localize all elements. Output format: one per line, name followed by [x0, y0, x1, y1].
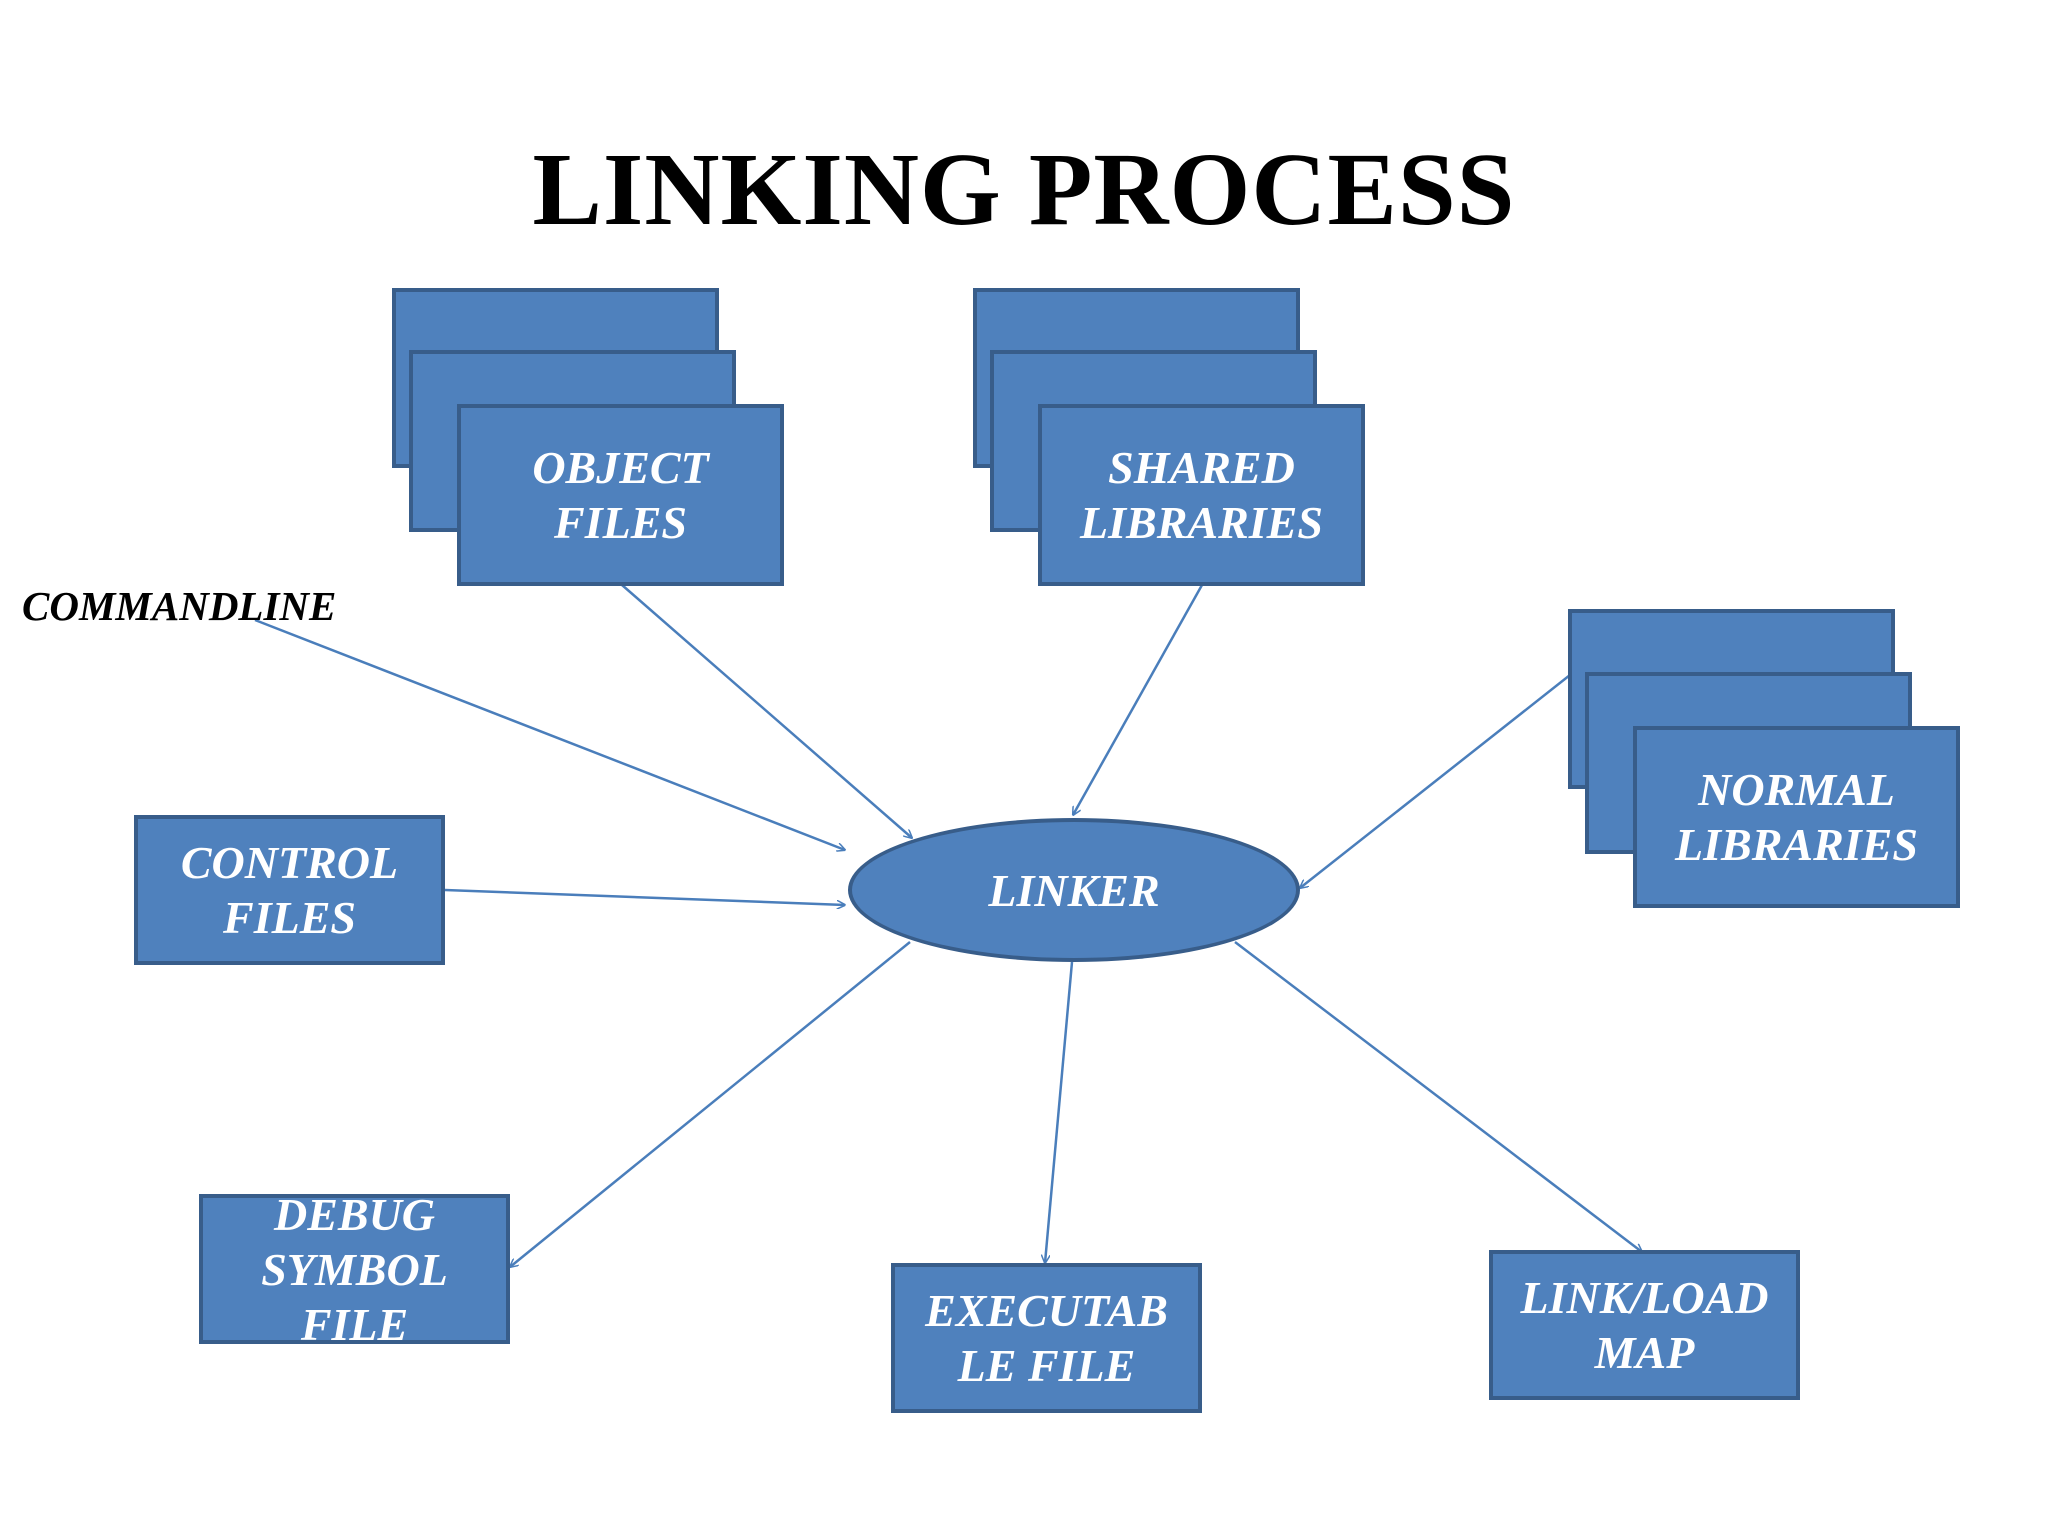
- normal-libraries-box: NORMAL LIBRARIES: [1633, 726, 1960, 908]
- arrow-control-files-to-linker: [444, 888, 845, 905]
- control-files-label: CONTROL FILES: [180, 837, 399, 943]
- debug-symbol-file-label: DEBUG SYMBOL FILE: [261, 1188, 448, 1350]
- link-load-map-box: LINK/LOAD MAP: [1489, 1250, 1800, 1400]
- debug-symbol-file-box: DEBUG SYMBOL FILE: [199, 1189, 510, 1350]
- arrow-linker-to-executable: [1045, 961, 1074, 1263]
- linker-ellipse: LINKER: [848, 818, 1300, 962]
- control-files-box: CONTROL FILES: [134, 815, 445, 965]
- object-files-label: OBJECT FILES: [532, 442, 709, 548]
- link-load-map-label: LINK/LOAD MAP: [1520, 1272, 1769, 1378]
- normal-libraries-label: NORMAL LIBRARIES: [1675, 764, 1918, 870]
- shared-libraries-box: SHARED LIBRARIES: [1038, 404, 1365, 586]
- commandline-label: COMMANDLINE: [22, 583, 337, 629]
- linker-label: LINKER: [988, 864, 1160, 916]
- executable-file-box: EXECUTAB LE FILE: [891, 1263, 1202, 1413]
- arrow-commandline-to-linker: [254, 618, 845, 850]
- arrow-linker-to-debug-symbol: [510, 941, 911, 1267]
- arrow-linker-to-link-load-map: [1234, 941, 1642, 1252]
- executable-file-label: EXECUTAB LE FILE: [925, 1285, 1168, 1391]
- arrow-shared-libraries-to-linker: [1073, 584, 1204, 815]
- page-title: LINKING PROCESS: [532, 132, 1516, 247]
- shared-libraries-label: SHARED LIBRARIES: [1080, 442, 1323, 548]
- arrow-object-files-to-linker: [621, 584, 912, 838]
- object-files-box: OBJECT FILES: [457, 404, 784, 586]
- arrow-normal-libraries-to-linker: [1300, 674, 1571, 888]
